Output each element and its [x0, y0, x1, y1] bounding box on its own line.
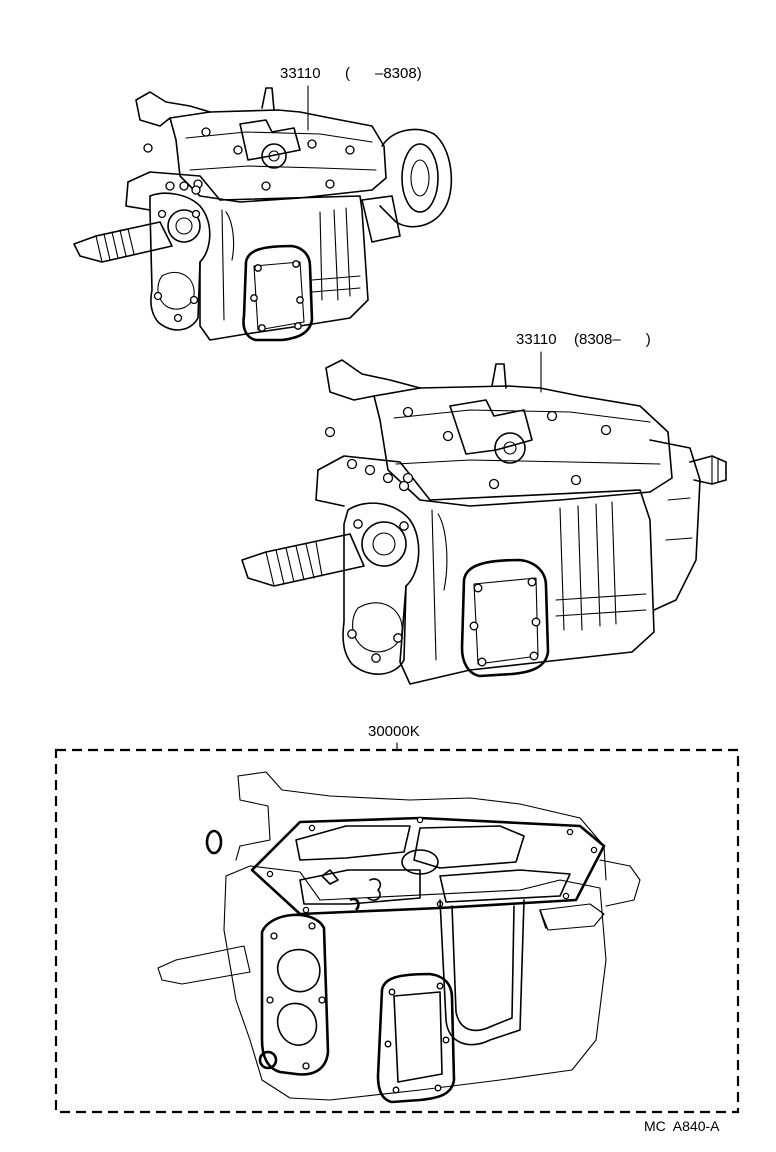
- label-33110-early: 33110 ( –8308): [280, 65, 422, 131]
- date-range-late: (8308– ): [574, 331, 651, 348]
- gasket-kit-frame: [54, 748, 740, 1114]
- part-number-33110-early: 33110: [280, 65, 321, 82]
- footer-code: MC A840-A: [644, 1118, 720, 1134]
- transmission-assembly-late: [241, 359, 727, 685]
- part-number-33110-late: 33110: [516, 331, 557, 348]
- transmission-assembly-early: [73, 87, 453, 342]
- date-range-early: ( –8308): [345, 65, 422, 82]
- label-30000k: 30000K: [368, 723, 420, 751]
- label-33110-late: 33110 (8308– ): [516, 331, 651, 393]
- gasket-kit-illustration: [157, 771, 641, 1104]
- part-number-30000k: 30000K: [368, 723, 420, 740]
